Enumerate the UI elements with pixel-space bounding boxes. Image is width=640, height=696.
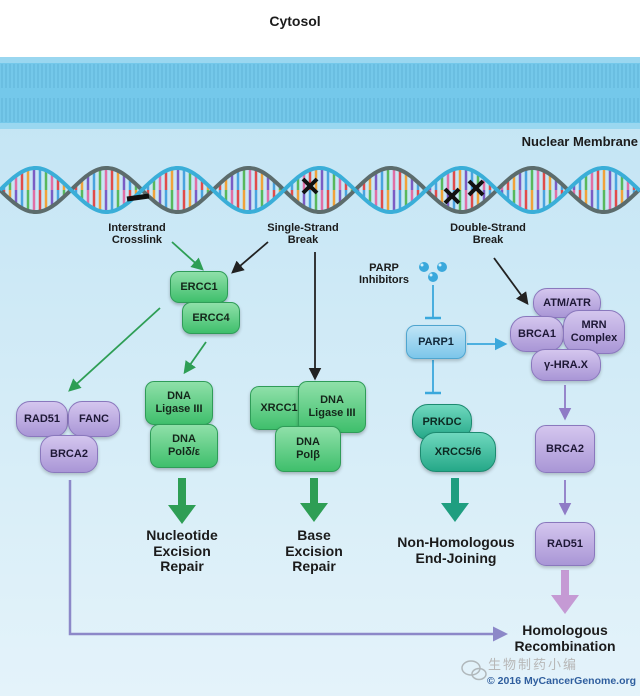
arrow-crosslink-to-ercc1: [171, 241, 204, 271]
brca2-protein-right: BRCA2: [535, 425, 595, 473]
mrn-complex-protein: MRN Complex: [563, 310, 625, 354]
arrow-ercc-to-hr-complex: [68, 307, 161, 392]
nhej-pathway-label: Non-Homologous End-Joining: [397, 534, 515, 566]
rad51-protein-left: RAD51: [16, 401, 68, 437]
wechat-icon: [461, 660, 487, 681]
watermark-text: 生物制药小编: [488, 657, 579, 672]
prkdc-protein: PRKDC: [412, 404, 472, 440]
dna-pol-ber: DNA Polβ: [275, 426, 341, 472]
arrow-ssb-to-ercc1: [231, 241, 269, 274]
rad51-protein-right: RAD51: [535, 522, 595, 566]
ber-pathway-label: Base Excision Repair: [285, 527, 343, 575]
double-strand-break-mark: [443, 179, 485, 205]
arrow-brca2-to-hr: [68, 480, 508, 642]
ner-pathway-label: Nucleotide Excision Repair: [146, 527, 218, 575]
big-arrow-ber: [300, 478, 328, 522]
big-arrow-ner: [168, 478, 196, 524]
brca2-protein-left: BRCA2: [40, 435, 98, 473]
dna-pol-ner: DNA Polδ/ε: [150, 424, 218, 468]
interstrand-crosslink-mark: [126, 193, 150, 202]
ercc1-protein: ERCC1: [170, 271, 228, 303]
cytosol-label: Cytosol: [269, 13, 321, 29]
arrow-ercc4-to-ner: [183, 341, 207, 375]
single-strand-break-mark: [301, 177, 319, 195]
parp-inhibitor-molecule: [419, 262, 447, 282]
nuclear-membrane-label: Nuclear Membrane: [521, 134, 638, 149]
nuclear-membrane: [0, 57, 640, 129]
double-strand-break-label: Double-Strand Break: [450, 222, 526, 247]
xrcc56-protein: XRCC5/6: [420, 432, 496, 472]
dna-double-helix: [0, 166, 640, 214]
dna-ligase-iii-ner: DNA Ligase III: [145, 381, 213, 425]
brca1-protein: BRCA1: [510, 316, 564, 352]
single-strand-break-label: Single-Strand Break: [267, 222, 339, 247]
copyright-text: © 2016 MyCancerGenome.org: [487, 675, 636, 687]
parp1-protein: PARP1: [406, 325, 466, 359]
parp-inhibitors-label: PARP Inhibitors: [358, 262, 410, 287]
gamma-hra-x-protein: γ-HRA.X: [531, 349, 601, 381]
big-arrow-hr: [551, 570, 579, 614]
arrow-dsb-to-atm: [493, 257, 529, 306]
fanc-protein: FANC: [68, 401, 120, 437]
interstrand-crosslink-label: Interstrand Crosslink: [108, 222, 166, 247]
big-arrow-nhej: [441, 478, 469, 522]
ercc4-protein: ERCC4: [182, 302, 240, 334]
hr-pathway-label: Homologous Recombination: [514, 622, 616, 654]
